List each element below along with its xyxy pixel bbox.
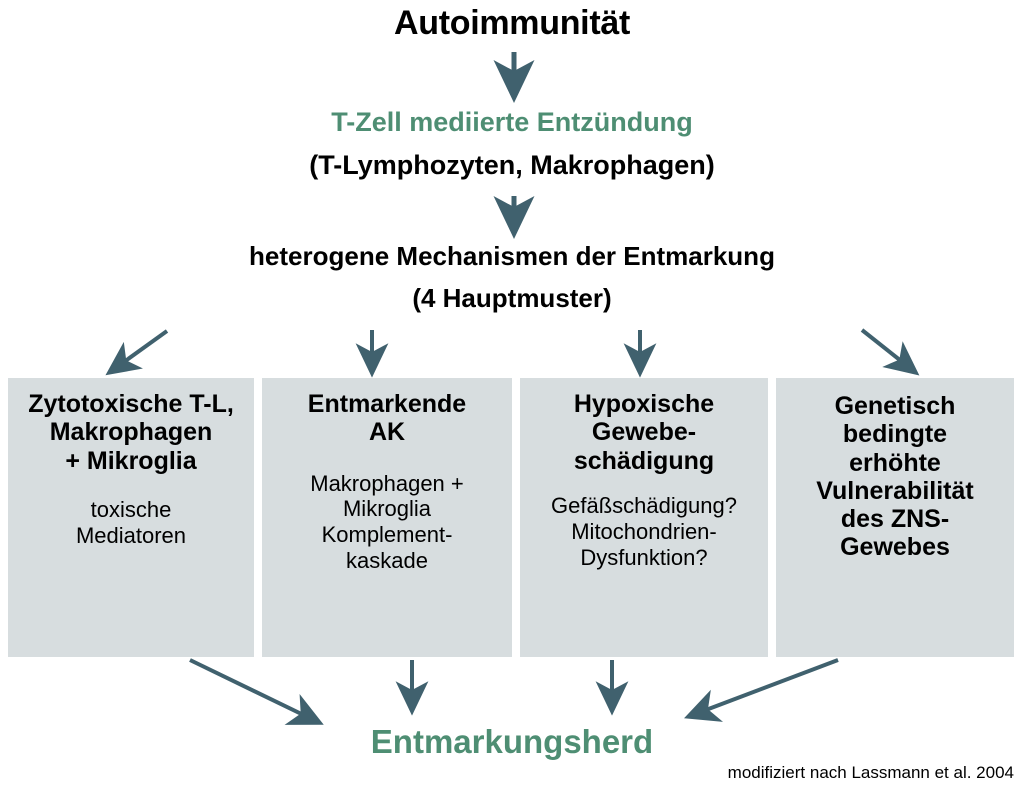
- result-label: Entmarkungsherd: [370, 723, 654, 760]
- arrow-to-panel-0: [105, 329, 169, 376]
- stage-2-heading: heterogene Mechanismen der Entmarkung: [249, 241, 775, 271]
- page-title: Autoimmunität: [394, 4, 630, 42]
- arrow-panel-3-to-result: [684, 658, 839, 722]
- arrow-panel-0-to-result: [189, 658, 324, 725]
- pattern-box-1-title: Zytotoxische T-L,Makrophagen+ Mikroglia: [28, 390, 234, 475]
- pattern-box-3-subtitle: Gefäßschädigung?Mitochondrien-Dysfunktio…: [551, 492, 737, 570]
- pattern-box-1: Zytotoxische T-L,Makrophagen+ Mikroglia …: [8, 378, 254, 657]
- stage-1-heading: T-Zell mediierte Entzündung: [331, 107, 693, 137]
- source-credit: modifiziert nach Lassmann et al. 2004: [727, 763, 1014, 782]
- stage-1-detail: (T-Lymphozyten, Makrophagen): [309, 150, 715, 180]
- arrow-to-panel-3: [860, 328, 920, 376]
- stage-2-detail: (4 Hauptmuster): [412, 283, 612, 313]
